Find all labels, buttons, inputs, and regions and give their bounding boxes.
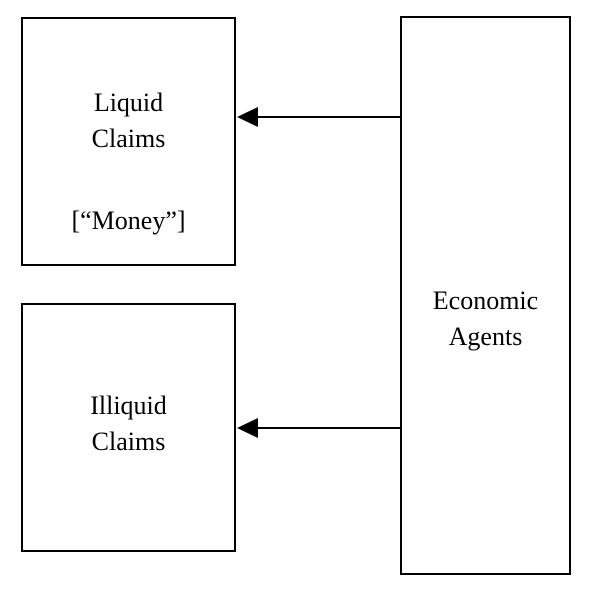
- arrow-to-illiquid-claims: [237, 418, 400, 438]
- money-note: [“Money”]: [71, 206, 186, 235]
- economic-agents-label: Economic Agents: [402, 283, 569, 355]
- illiquid-claims-line1: Illiquid: [90, 391, 167, 420]
- arrowhead-liquid-icon: [237, 107, 258, 127]
- arrow-to-liquid-claims: [237, 107, 400, 127]
- economic-agents-line2: Agents: [448, 322, 523, 351]
- economic-agents-line1: Economic: [432, 286, 539, 315]
- illiquid-claims-box: Illiquid Claims: [21, 303, 236, 552]
- economic-agents-box: Economic Agents: [400, 16, 571, 575]
- liquid-claims-line1: Liquid: [93, 88, 164, 117]
- liquid-claims-box: Liquid Claims [“Money”]: [21, 17, 236, 266]
- illiquid-claims-label: Illiquid Claims: [23, 388, 234, 460]
- liquid-claims-label: Liquid Claims: [23, 85, 234, 157]
- arrowhead-illiquid-icon: [237, 418, 258, 438]
- illiquid-claims-line2: Claims: [91, 427, 166, 456]
- liquid-claims-line2: Claims: [91, 124, 166, 153]
